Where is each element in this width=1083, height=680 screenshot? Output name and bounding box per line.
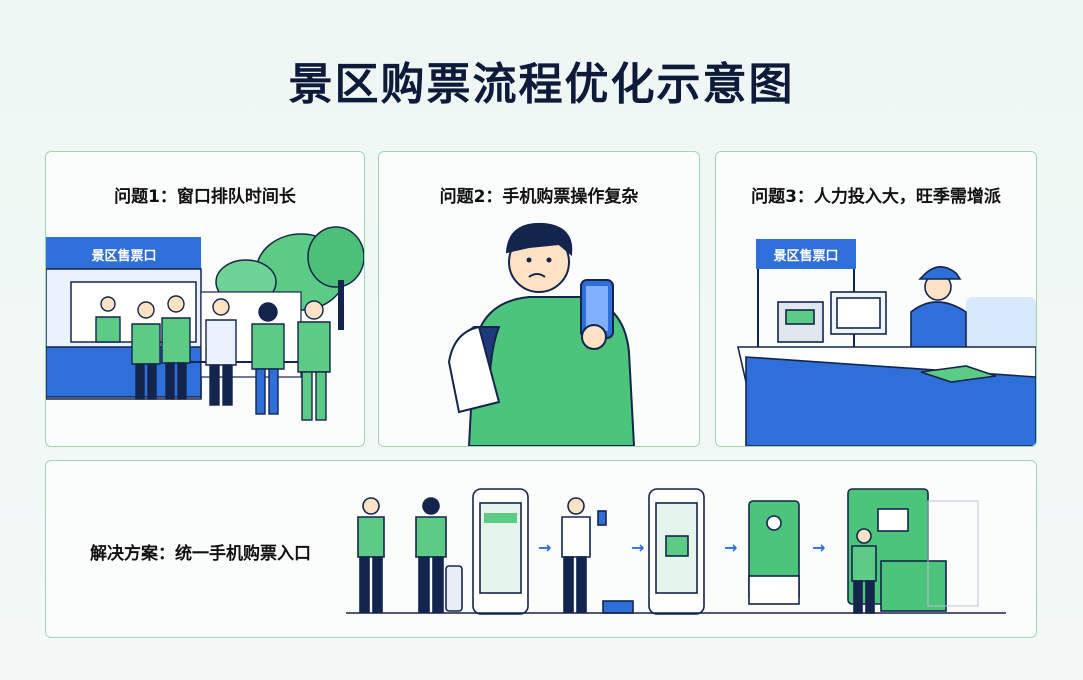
booth-sign-text: 景区售票口 bbox=[91, 248, 156, 264]
problem-2-panel: 问题2：手机购票操作复杂 bbox=[378, 151, 700, 447]
solution-flow-illustration: → → → → bbox=[346, 488, 1006, 615]
booth-sign-text-2: 景区售票口 bbox=[773, 248, 838, 264]
confused-user-illustration bbox=[447, 222, 636, 446]
problem-1-panel: 景区售票口 问题1：窗口排队时间长 bbox=[45, 151, 365, 447]
problem-2-label: 问题2：手机购票操作复杂 bbox=[439, 187, 639, 207]
queue-illustration: 景区售票口 bbox=[46, 226, 364, 421]
flow-arrow-1: → bbox=[631, 538, 644, 557]
flow-arrow-3: → bbox=[812, 538, 825, 557]
solution-panel: 解决方案：统一手机购票入口 bbox=[45, 460, 1037, 638]
page-title: 景区购票流程优化示意图 bbox=[288, 59, 795, 110]
flow-arrow-2: → bbox=[724, 538, 737, 557]
flow-arrow-0: → bbox=[538, 538, 551, 557]
problem-3-label: 问题3：人力投入大，旺季需增派 bbox=[751, 187, 1001, 207]
ticket-clerk-illustration: 景区售票口 bbox=[736, 239, 1036, 446]
problem-1-label: 问题1：窗口排队时间长 bbox=[114, 187, 296, 207]
solution-label: 解决方案：统一手机购票入口 bbox=[90, 544, 311, 564]
problem-3-panel: 景区售票口 问题3：人力投入大，旺季需增派 bbox=[715, 151, 1037, 447]
